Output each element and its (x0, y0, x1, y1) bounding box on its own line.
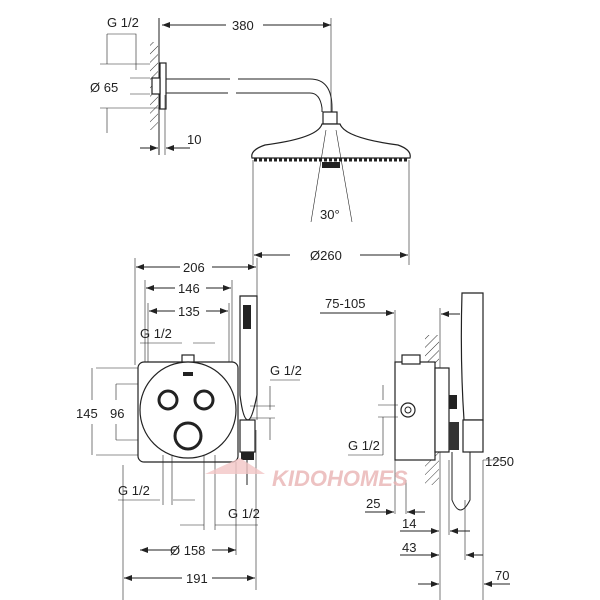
button-2 (193, 389, 215, 411)
shower-head (251, 123, 411, 159)
height-96-label: 96 (110, 406, 124, 421)
thread-bottom-right-label: G 1/2 (228, 506, 260, 521)
width-206-label: 206 (183, 260, 205, 275)
dim-70-label: 70 (495, 568, 509, 583)
flange-diameter-label: Ø 65 (90, 80, 118, 95)
head-diameter-label: Ø260 (310, 248, 342, 263)
wall-offset-label: 10 (187, 132, 201, 147)
depth-range-label: 75-105 (325, 296, 365, 311)
thread-right-label: G 1/2 (270, 363, 302, 378)
watermark-text: KIDOHOMES (272, 466, 408, 491)
temperature-knob (173, 421, 203, 451)
button-1 (157, 389, 179, 411)
thermostat-front-view: 206 146 135 G 1/2 145 96 G 1/2 G 1/2 G 1… (76, 258, 302, 600)
hose-length-label: 1250 (485, 454, 514, 469)
thread-top-label: G 1/2 (140, 326, 172, 341)
trim-plate (139, 361, 237, 459)
height-145-label: 145 (76, 406, 98, 421)
swivel-joint (322, 111, 338, 125)
hand-shower-side (460, 292, 484, 421)
dim-14-label: 14 (402, 516, 416, 531)
thermostat-side-view: 75-105 G 1/2 1250 25 14 43 70 (320, 292, 514, 600)
dim-43-label: 43 (402, 540, 416, 555)
shower-arm (166, 78, 333, 112)
thread-bottom-left-label: G 1/2 (118, 483, 150, 498)
thread-side-label: G 1/2 (348, 438, 380, 453)
dim-25-label: 25 (366, 496, 380, 511)
thread-label: G 1/2 (107, 15, 139, 30)
spray-angle-label: 30° (320, 207, 340, 222)
width-135-label: 135 (178, 304, 200, 319)
width-191-label: 191 (186, 571, 208, 586)
arm-length-label: 380 (232, 18, 254, 33)
watermark: KIDOHOMES (205, 458, 408, 491)
rain-shower-top-view: 380 G 1/2 Ø 65 10 30° Ø260 (90, 15, 411, 265)
width-146-label: 146 (178, 281, 200, 296)
plate-diameter-label: Ø 158 (170, 543, 205, 558)
